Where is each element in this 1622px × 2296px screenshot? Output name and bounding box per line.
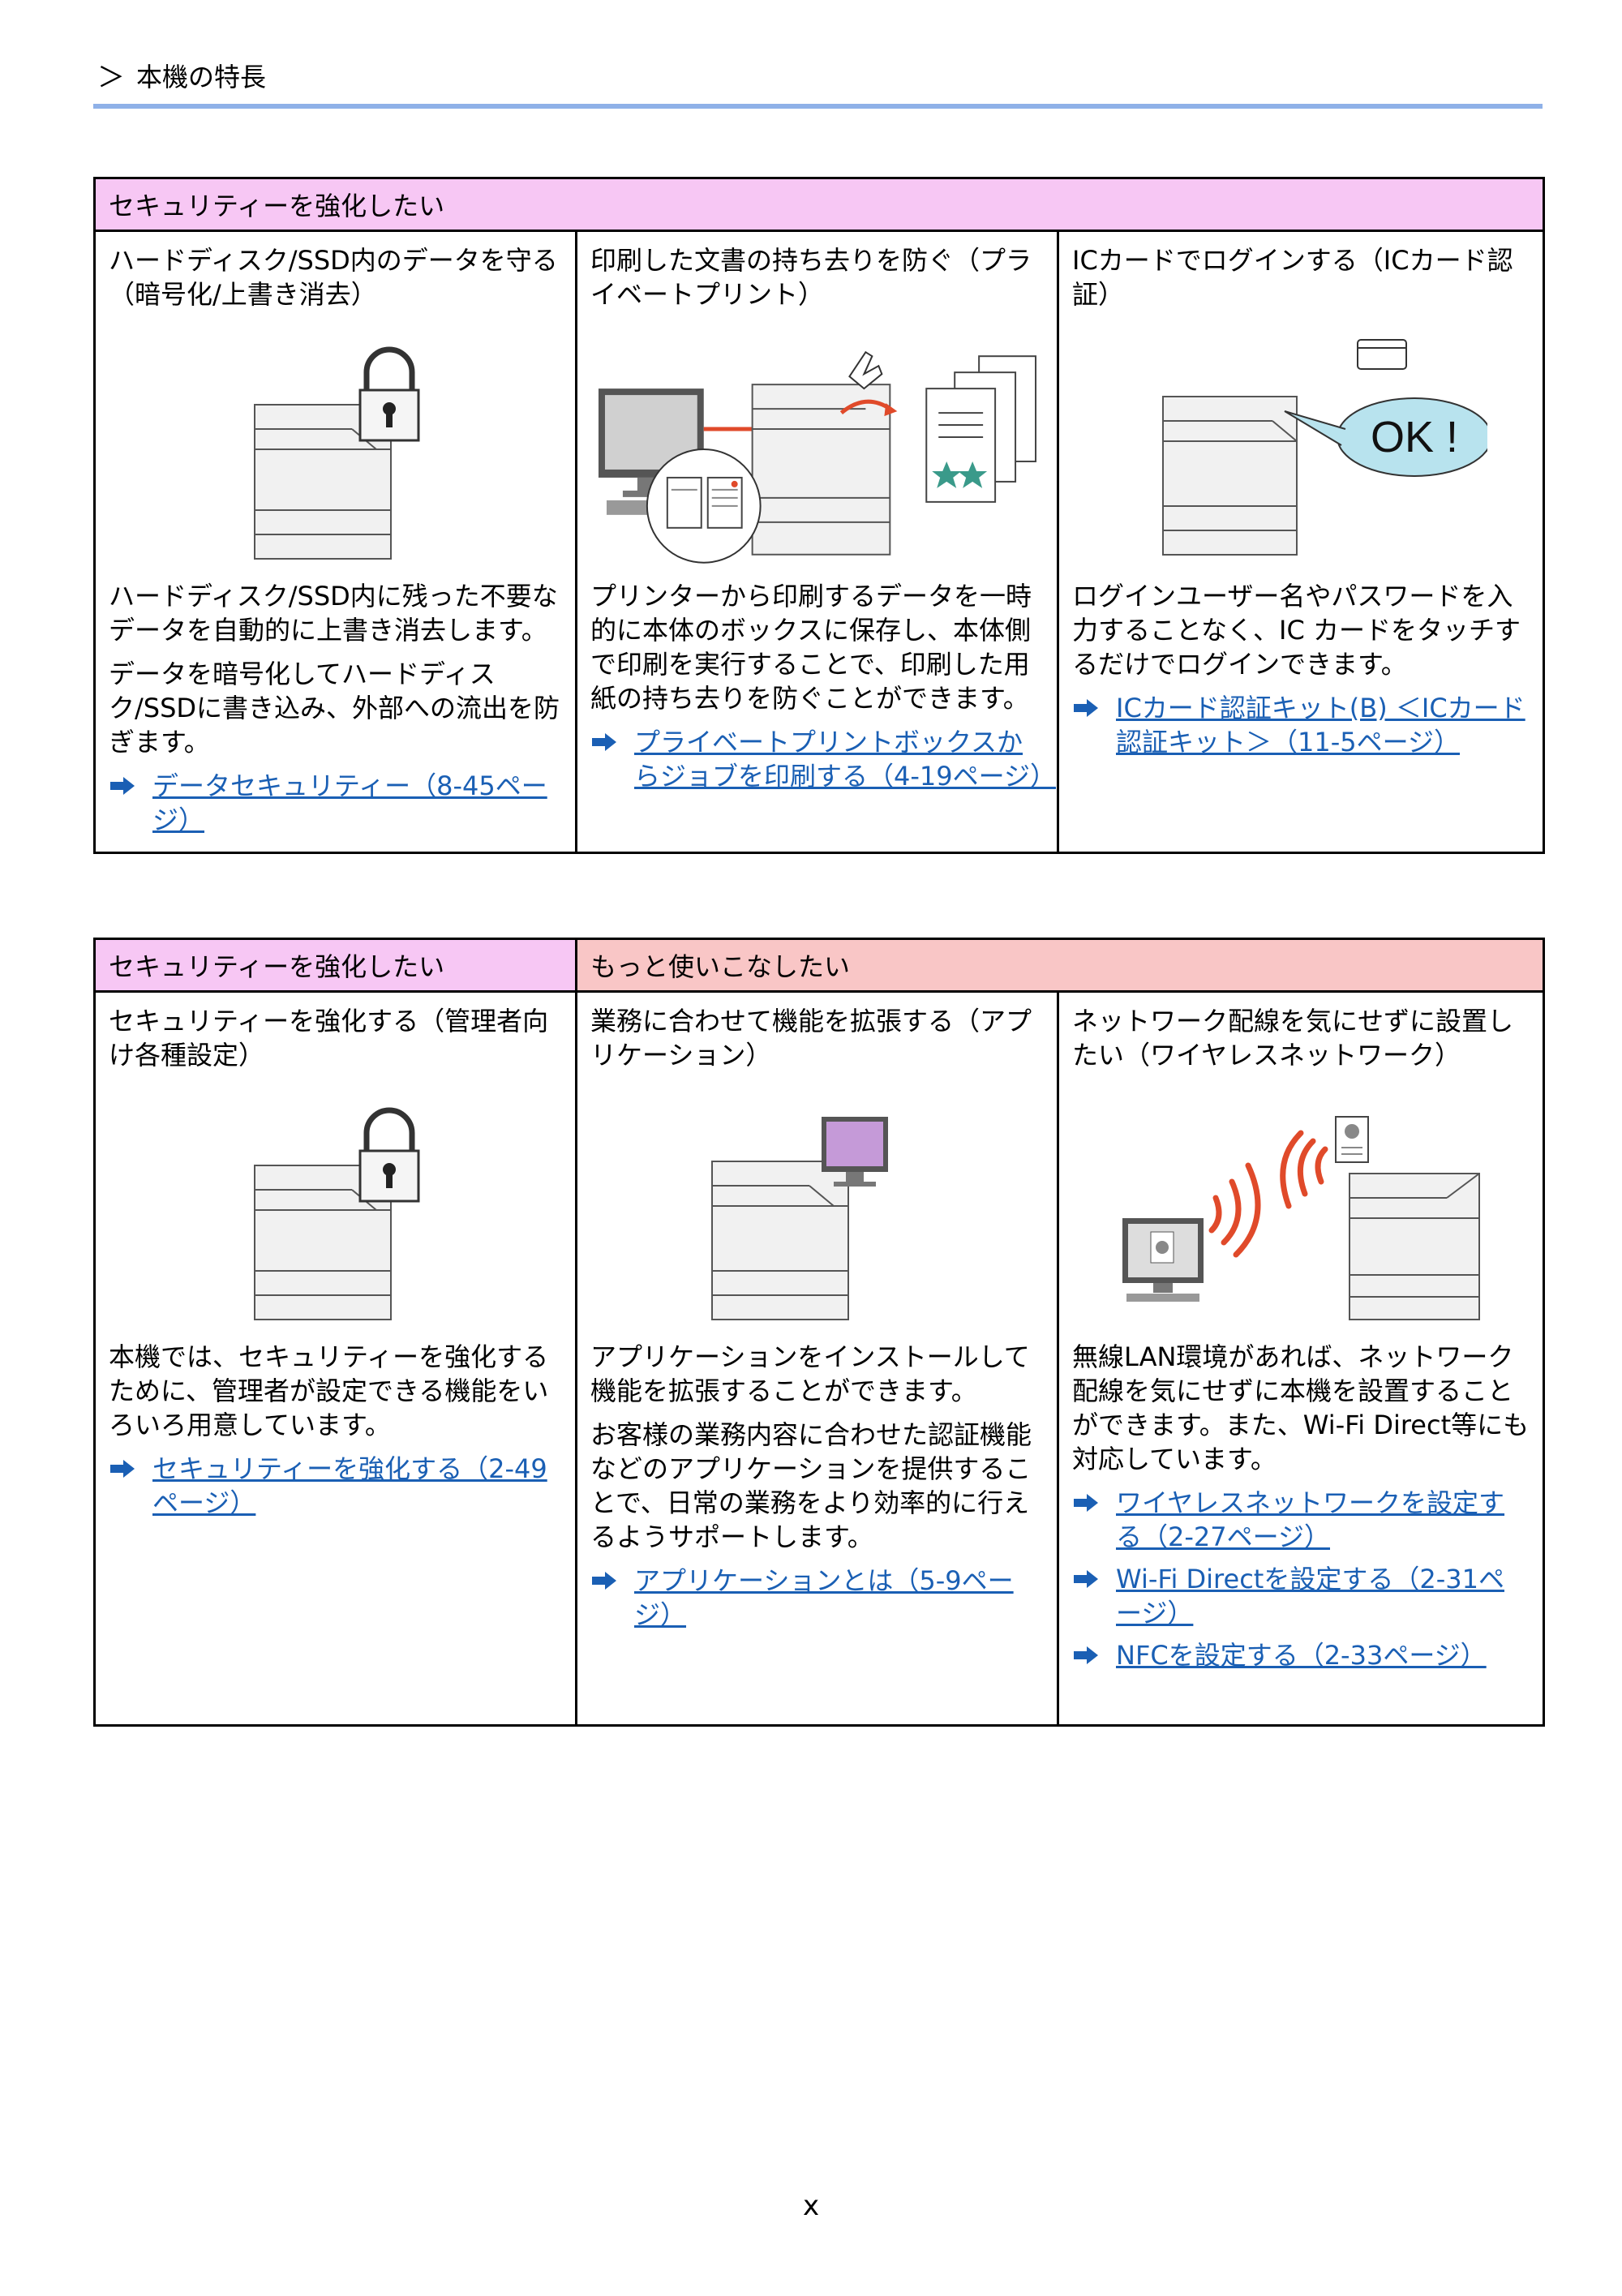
reference-link-text[interactable]: データセキュリティー（8-45ページ）	[152, 770, 547, 835]
feature-description: 無線LAN環境があれば、ネットワーク配線を気にせずに本機を設置することができます…	[1072, 1341, 1530, 1474]
feature-cell-admin-security: セキュリティーを強化する（管理者向け各種設定）	[93, 990, 577, 1727]
feature-description: データを暗号化してハードディスク/SSDに書き込み、外部への流出を防ぎます。	[109, 659, 560, 757]
feature-description: 本機では、セキュリティーを強化するために、管理者が設定できる機能をいろいろ用意し…	[109, 1341, 549, 1440]
feature-description: アプリケーションをインストールして機能を拡張することができます。	[590, 1341, 1030, 1406]
hand-icon	[848, 350, 883, 390]
locked-printer-illustration	[109, 1072, 562, 1340]
page-number: x	[802, 2190, 820, 2222]
feature-table-advanced: セキュリティーを強化したい もっと使いこなしたい セキュリティーを強化する（管理…	[93, 938, 1546, 1727]
breadcrumb-label[interactable]: 本機の特長	[136, 61, 267, 92]
feature-title: 業務に合わせて機能を拡張する（アプリケーション）	[590, 1006, 1032, 1071]
feature-description: プリンターから印刷するデータを一時的に本体のボックスに保存し、本体側で印刷を実行…	[590, 581, 1032, 714]
arrow-right-icon	[590, 1564, 623, 1598]
reference-link[interactable]: プライベートプリントボックスからジョブを印刷する（4-19ページ）	[590, 725, 1056, 793]
reference-link[interactable]: ICカード認証キット(B) ＜ICカード認証キット＞（11-5ページ）	[1072, 691, 1530, 759]
lock-icon	[358, 1107, 419, 1203]
reference-link-text[interactable]: プライベートプリントボックスからジョブを印刷する（4-19ページ）	[634, 727, 1056, 792]
document-circle-icon	[646, 448, 762, 564]
section-header: もっと使いこなしたい	[574, 938, 1546, 993]
reference-link[interactable]: アプリケーションとは（5-9ページ）	[590, 1564, 1044, 1632]
feature-description: ログインユーザー名やパスワードを入力することなく、IC カードをタッチするだけで…	[1072, 581, 1521, 680]
feature-cell-applications: 業務に合わせて機能を拡張する（アプリケーション）	[575, 990, 1059, 1727]
monitor-icon	[821, 1117, 888, 1187]
feature-title: ICカードでログインする（ICカード認証）	[1072, 245, 1513, 310]
reference-link-text[interactable]: NFCを設定する（2-33ページ）	[1116, 1640, 1487, 1671]
feature-cell-private-print: 印刷した文書の持ち去りを防ぐ（プライベートプリント）	[575, 230, 1059, 854]
reference-link-text[interactable]: ワイヤレスネットワークを設定する（2-27ページ）	[1116, 1487, 1505, 1552]
arrow-right-icon	[1072, 1638, 1105, 1672]
feature-cell-ic-card: ICカードでログインする（ICカード認証）	[1056, 230, 1546, 854]
arrow-right-icon	[1072, 1562, 1105, 1596]
arrow-right-icon	[590, 725, 623, 759]
ic-card-login-illustration: OK !	[1072, 311, 1530, 579]
application-printer-illustration	[590, 1072, 1044, 1340]
reference-link[interactable]: ワイヤレスネットワークを設定する（2-27ページ）	[1072, 1486, 1530, 1554]
reference-link[interactable]: NFCを設定する（2-33ページ）	[1072, 1638, 1530, 1672]
feature-title: ハードディスク/SSD内のデータを守る（暗号化/上書き消去）	[109, 245, 558, 310]
feature-table-security: セキュリティーを強化したい ハードディスク/SSD内のデータを守る（暗号化/上書…	[92, 177, 1546, 854]
section-header: セキュリティーを強化したい	[93, 938, 577, 993]
header-rule	[93, 104, 1543, 109]
feature-cell-data-security: ハードディスク/SSD内のデータを守る（暗号化/上書き消去）	[93, 230, 577, 854]
arrow-right-icon	[109, 769, 141, 803]
reference-link-text[interactable]: アプリケーションとは（5-9ページ）	[634, 1565, 1014, 1630]
breadcrumb: ＞ 本機の特長	[97, 55, 266, 95]
lock-icon	[358, 346, 419, 442]
chevron-right-icon: ＞	[97, 62, 125, 94]
reference-link-text[interactable]: ICカード認証キット(B) ＜ICカード認証キット＞（11-5ページ）	[1116, 693, 1525, 757]
arrow-right-icon	[109, 1452, 141, 1486]
reference-link[interactable]: セキュリティーを強化する（2-49ページ）	[109, 1452, 562, 1520]
ic-card-icon	[1357, 339, 1408, 370]
arrow-right-icon	[1072, 1486, 1105, 1520]
private-print-illustration	[590, 311, 1044, 579]
wifi-signal-icon	[1208, 1130, 1328, 1258]
arrow-right-icon	[1072, 691, 1105, 725]
printed-pages-icon	[925, 355, 1037, 503]
document-icon	[1335, 1116, 1369, 1163]
feature-title: セキュリティーを強化する（管理者向け各種設定）	[109, 1006, 549, 1071]
locked-printer-illustration	[109, 311, 562, 579]
feature-title: 印刷した文書の持ち去りを防ぐ（プライベートプリント）	[590, 245, 1032, 310]
speech-bubble: OK !	[1284, 397, 1488, 477]
section-header: セキュリティーを強化したい	[92, 177, 1546, 232]
feature-title: ネットワーク配線を気にせずに設置したい（ワイヤレスネットワーク）	[1072, 1006, 1514, 1071]
feature-description: ハードディスク/SSD内に残った不要なデータを自動的に上書き消去します。	[109, 581, 558, 646]
reference-link-text[interactable]: Wi-Fi Directを設定する（2-31ページ）	[1116, 1564, 1504, 1629]
reference-link[interactable]: Wi-Fi Directを設定する（2-31ページ）	[1072, 1562, 1530, 1630]
feature-description: お客様の業務内容に合わせた認証機能などのアプリケーションを提供することで、日常の…	[590, 1419, 1032, 1552]
monitor-icon	[1122, 1218, 1204, 1302]
reference-link[interactable]: データセキュリティー（8-45ページ）	[109, 769, 562, 837]
ok-label: OK !	[1371, 413, 1458, 461]
reference-link-text[interactable]: セキュリティーを強化する（2-49ページ）	[152, 1453, 547, 1518]
feature-cell-wireless: ネットワーク配線を気にせずに設置したい（ワイヤレスネットワーク）	[1056, 990, 1546, 1727]
wireless-network-illustration	[1072, 1072, 1530, 1340]
